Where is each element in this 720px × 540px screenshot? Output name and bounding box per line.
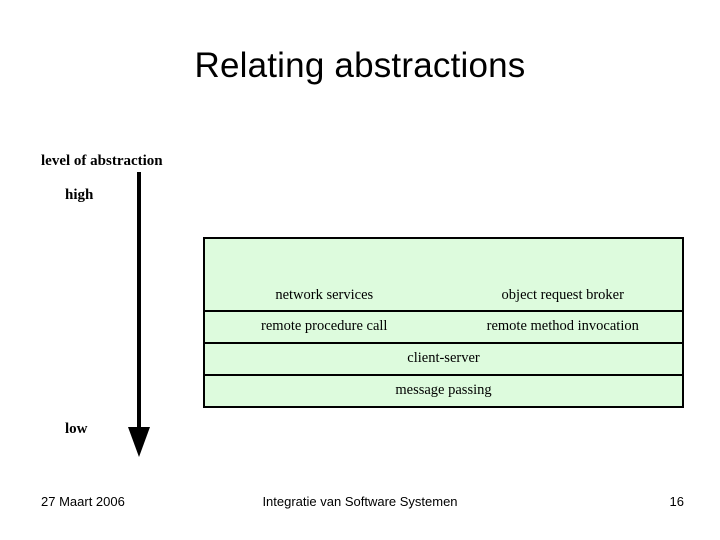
- footer-date: 27 Maart 2006: [41, 494, 125, 509]
- table-row: client-server: [203, 342, 684, 376]
- slide-footer: 27 Maart 2006 Integratie van Software Sy…: [0, 494, 720, 514]
- table-row: remote procedure call remote method invo…: [203, 310, 684, 344]
- table-row: message passing: [203, 374, 684, 408]
- footer-course-title: Integratie van Software Systemen: [262, 494, 458, 509]
- axis-low-label: low: [65, 421, 88, 437]
- stack-cell-remote-procedure-call: remote procedure call: [203, 310, 444, 344]
- table-row: network services object request broker: [203, 237, 684, 312]
- stack-cell-remote-method-invocation: remote method invocation: [443, 310, 684, 344]
- axis-high-label: high: [65, 187, 94, 203]
- abstraction-axis-arrow: [120, 165, 160, 465]
- footer-page-number: 16: [669, 494, 684, 509]
- axis-caption-label: level of abstraction: [41, 153, 163, 169]
- stack-cell-client-server: client-server: [203, 342, 684, 376]
- stack-cell-object-request-broker: object request broker: [443, 237, 684, 312]
- down-arrow-icon: [128, 172, 150, 457]
- stack-cell-message-passing: message passing: [203, 374, 684, 408]
- page-title: Relating abstractions: [194, 46, 526, 85]
- abstraction-stack-table: network services object request broker r…: [203, 237, 684, 408]
- stack-cell-network-services: network services: [203, 237, 444, 312]
